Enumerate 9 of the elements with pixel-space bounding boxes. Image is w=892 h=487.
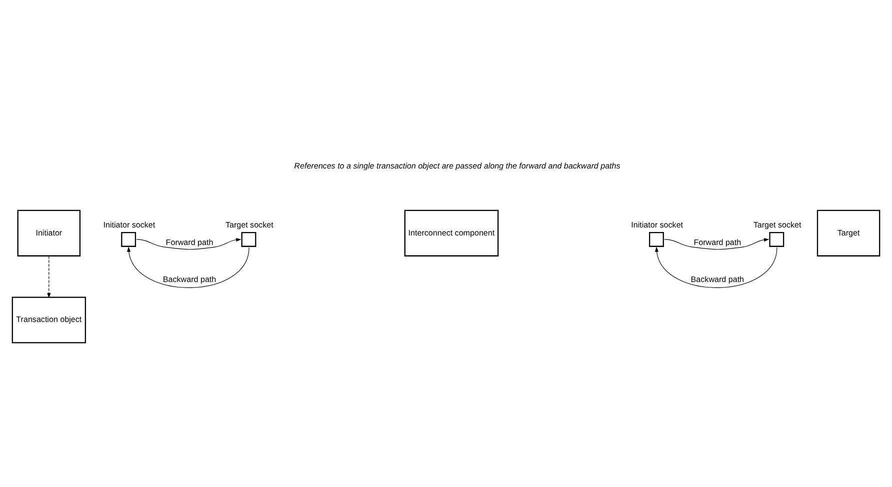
- node-box: [241, 232, 256, 247]
- arrow: [136, 238, 242, 250]
- node-box: [121, 232, 136, 247]
- arrow: [127, 246, 250, 288]
- arrow: [654, 246, 778, 288]
- arrow: [47, 256, 51, 298]
- node-box: [649, 232, 664, 247]
- arrow: [664, 238, 770, 250]
- node-box: [769, 232, 784, 247]
